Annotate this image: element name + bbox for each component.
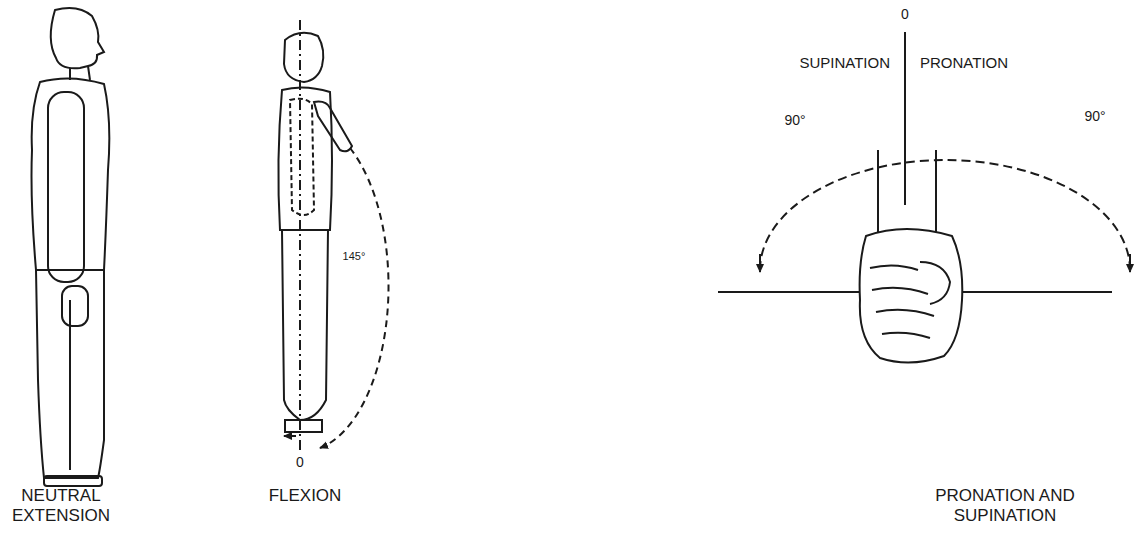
angle-mark: 0 — [890, 6, 920, 23]
figure-caption: FLEXION — [250, 486, 360, 506]
rotation-direction: SUPINATION — [770, 54, 890, 72]
flexion-figure — [278, 20, 388, 452]
angle-mark: 0 — [288, 454, 312, 471]
rotation-direction: PRONATION — [920, 54, 1040, 72]
forearm-rotation-figure — [718, 32, 1130, 363]
angle-mark: 90° — [770, 112, 820, 129]
standing-figure — [32, 8, 110, 486]
figure-caption: PRONATION AND SUPINATION — [900, 486, 1110, 527]
figure-caption: NEUTRAL EXTENSION — [2, 486, 120, 527]
angle-value: 145° — [334, 250, 374, 263]
angle-mark: 90° — [1070, 108, 1120, 125]
